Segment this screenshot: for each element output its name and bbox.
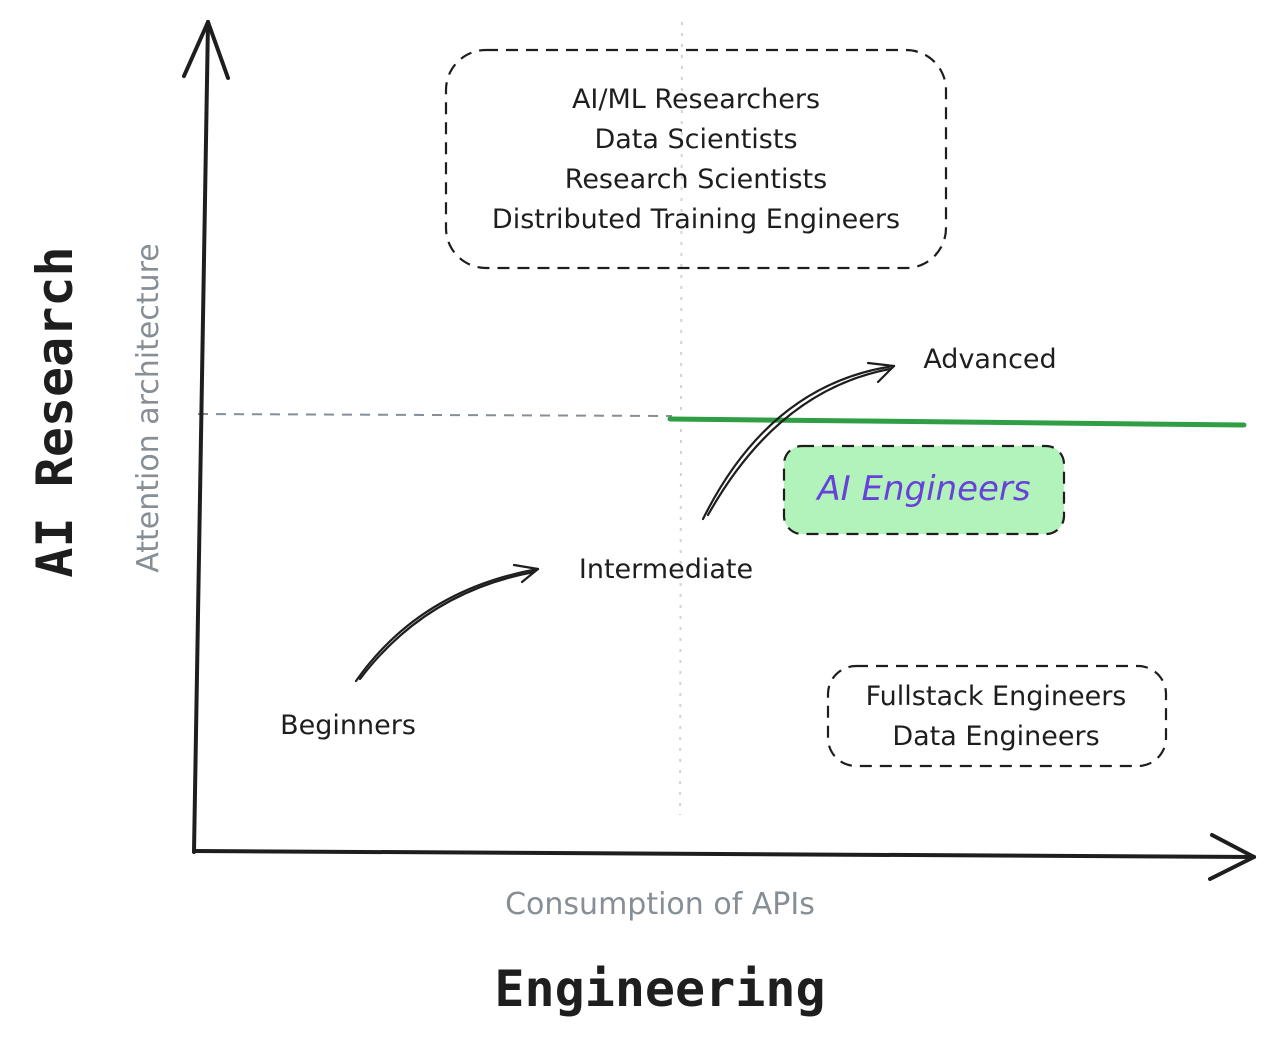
arrow-intermediate-to-advanced — [701, 361, 896, 521]
y-axis-subtitle: Attention architecture — [131, 243, 166, 573]
engineering-role-1: Fullstack Engineers — [866, 681, 1127, 712]
threshold-line — [667, 416, 1247, 428]
research-role-2: Data Scientists — [594, 124, 797, 155]
intermediate-label: Intermediate — [579, 554, 753, 585]
y-axis — [182, 20, 230, 854]
engineering-group-box — [826, 664, 1168, 768]
x-axis — [192, 833, 1256, 881]
y-axis-title: AI Research — [26, 246, 84, 577]
x-axis-title: Engineering — [494, 960, 825, 1018]
ai-engineers-box — [782, 444, 1066, 536]
x-axis-subtitle: Consumption of APIs — [505, 887, 815, 922]
arrow-beginners-to-intermediate — [354, 563, 540, 683]
research-group-box — [444, 48, 948, 270]
engineering-role-2: Data Engineers — [892, 721, 1099, 752]
research-role-4: Distributed Training Engineers — [492, 204, 900, 235]
ai-engineers-label: AI Engineers — [815, 469, 1030, 509]
research-role-1: AI/ML Researchers — [572, 84, 820, 115]
research-role-3: Research Scientists — [565, 164, 827, 195]
horizontal-guide — [197, 413, 673, 417]
beginners-label: Beginners — [280, 710, 416, 741]
advanced-label: Advanced — [923, 344, 1056, 375]
